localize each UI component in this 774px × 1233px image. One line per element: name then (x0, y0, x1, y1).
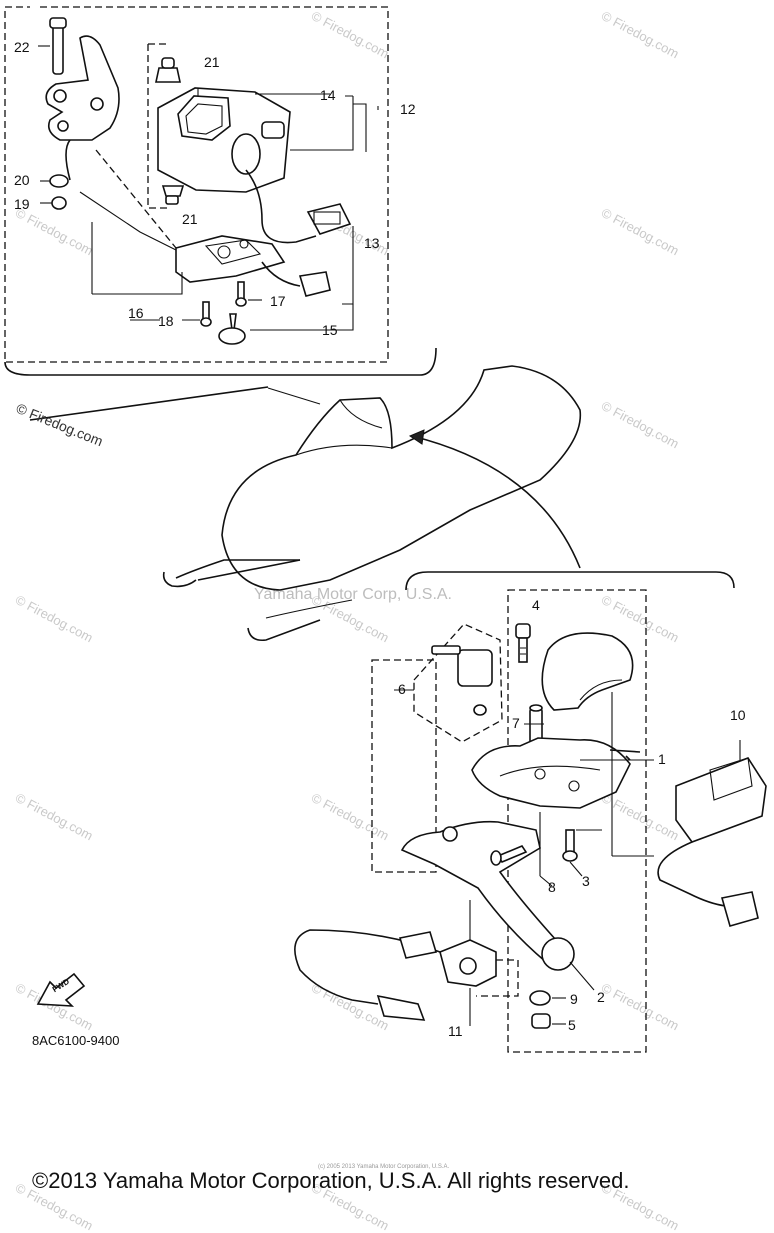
throttle-sensor (294, 900, 519, 1026)
callout-21-top: 21 (204, 54, 220, 70)
callout-8: 8 (548, 879, 556, 895)
cable-adjuster-block (413, 623, 503, 743)
controller-base-plate (79, 149, 331, 297)
callout-7: 7 (512, 715, 520, 731)
lever-screws (490, 812, 583, 887)
fine-print: (c) 2005 2013 Yamaha Motor Corporation, … (318, 1164, 450, 1170)
sensor-fasteners (529, 990, 566, 1029)
throttle-cover (541, 632, 634, 711)
callout-9: 9 (570, 991, 578, 1007)
connector-box (657, 740, 767, 927)
callout-15: 15 (322, 322, 338, 338)
connection-arrow (408, 429, 581, 569)
throttle-screw (515, 623, 543, 747)
callout-2: 2 (597, 989, 605, 1005)
callout-14: 14 (320, 87, 336, 103)
center-watermark: Yamaha Motor Corp, U.S.A. (254, 586, 452, 603)
callout-6: 6 (398, 681, 406, 697)
callout-4: 4 (532, 597, 540, 613)
throttle-lever (400, 820, 595, 991)
callout-3: 3 (582, 873, 590, 889)
copyright-notice: ©2013 Yamaha Motor Corporation, U.S.A. A… (32, 1168, 630, 1193)
callout-12: 12 (400, 101, 416, 117)
heater-controller-unit (157, 87, 352, 244)
callout-13: 13 (364, 235, 380, 251)
nut-washer (49, 174, 69, 210)
callout-10: 10 (730, 707, 746, 723)
leader-lines-upper (38, 45, 379, 331)
grommets (147, 43, 185, 209)
callout-1: 1 (658, 751, 666, 767)
leader-lines-lower (394, 689, 654, 857)
snowmobile-outline (162, 365, 582, 642)
part-code: 8AC6100-9400 (32, 1033, 120, 1048)
upper-inset-frame (4, 6, 437, 421)
callout-16: 16 (128, 305, 144, 321)
throttle-housing (471, 737, 654, 809)
mounting-bracket (45, 17, 120, 181)
forward-direction-arrow (36, 972, 86, 1007)
exploded-parts-diagram (4, 6, 767, 1053)
callout-11: 11 (448, 1023, 463, 1039)
callout-18: 18 (158, 313, 174, 329)
callout-22: 22 (14, 39, 30, 55)
callout-19: 19 (14, 196, 30, 212)
callout-20: 20 (14, 172, 30, 188)
callout-17: 17 (270, 293, 286, 309)
screws-upper (200, 281, 247, 345)
callout-5: 5 (568, 1017, 576, 1033)
callout-21-bottom: 21 (182, 211, 198, 227)
